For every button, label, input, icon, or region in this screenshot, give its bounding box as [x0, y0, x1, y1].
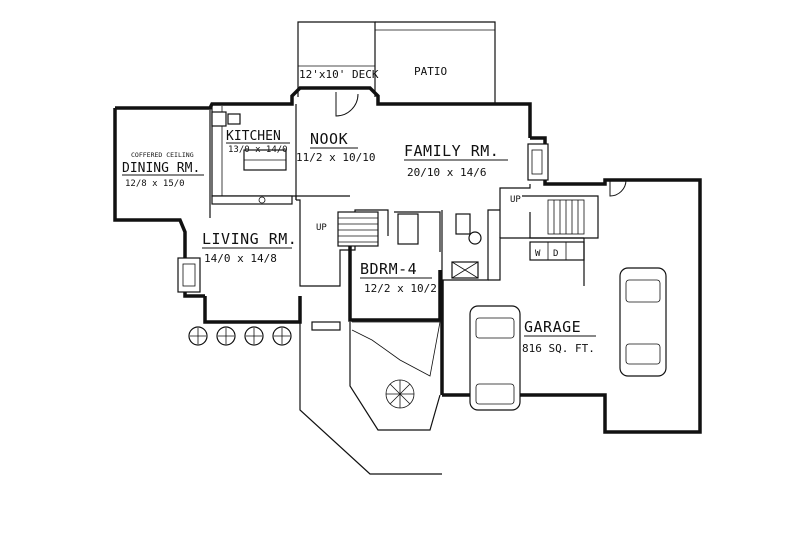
laundry-area — [529, 238, 585, 286]
nook-size: 11/2 x 10/10 — [296, 151, 375, 164]
patio-label: PATIO — [414, 65, 447, 78]
dryer-label: D — [553, 249, 558, 259]
garage-walls — [440, 179, 627, 395]
bedroom-walls — [348, 211, 442, 322]
kitchen-name: KITCHEN — [226, 129, 281, 144]
garage-name: GARAGE — [524, 318, 581, 336]
living-room-name: LIVING RM. — [202, 230, 297, 248]
bedroom-name: BDRM-4 — [360, 260, 417, 278]
fireplace-family — [527, 143, 549, 181]
garage-size: 816 SQ. FT. — [522, 342, 595, 355]
bedroom-size: 12/2 x 10/2 — [364, 282, 437, 295]
family-room-size: 20/10 x 14/6 — [407, 166, 486, 179]
stair-left-up-label: UP — [316, 223, 327, 233]
patio-area — [375, 21, 496, 104]
planter-bed — [351, 321, 441, 409]
kitchen-size: 13/0 x 14/0 — [228, 145, 288, 155]
car-right — [619, 267, 667, 377]
stair-right-up-label: UP — [510, 195, 521, 205]
shrubs — [188, 326, 292, 346]
nook-divider — [295, 92, 359, 200]
dining-note: COFFERED CEILING — [131, 151, 194, 159]
stair-right — [522, 195, 599, 239]
deck-label: 12'x10' DECK — [299, 68, 379, 81]
stair-left — [296, 199, 389, 287]
living-room-size: 14/0 x 14/8 — [204, 252, 277, 265]
washer-label: W — [535, 249, 541, 259]
dining-size: 12/8 x 15/0 — [125, 179, 185, 189]
dining-name: DINING RM. — [122, 161, 200, 176]
bath-fixtures — [441, 209, 500, 281]
kitchen-fixtures — [211, 106, 296, 205]
deck-area — [297, 21, 376, 97]
family-room-name: FAMILY RM. — [404, 142, 499, 160]
nook-name: NOOK — [310, 130, 348, 148]
entry-walkway — [299, 321, 442, 475]
fireplace-living — [177, 257, 201, 293]
car-left — [469, 305, 521, 411]
